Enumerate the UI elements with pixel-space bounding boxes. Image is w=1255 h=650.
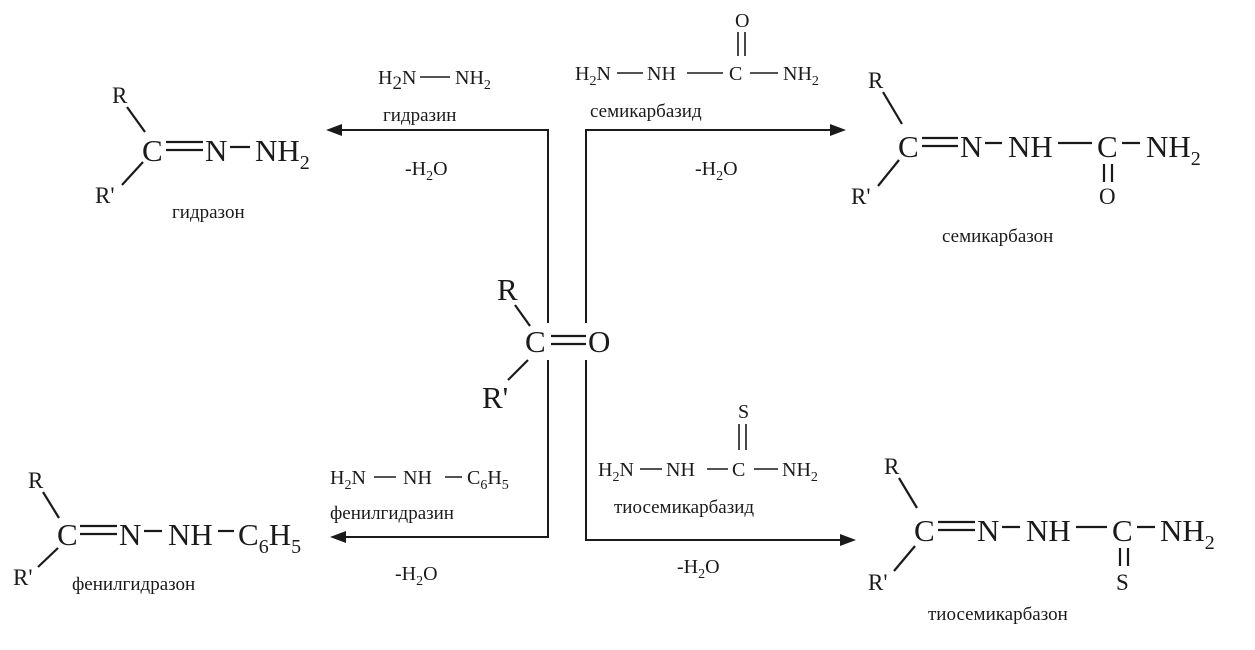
arrowhead-thiosemicarbazide [840,534,856,546]
svg-text:NH: NH [1008,129,1053,164]
semicarbazone-name: семикарбазон [942,226,1053,247]
semicarbazide-reagent: O H2N NH C NH2 семикарбазид -H2O [575,10,819,184]
phenylhydrazine-byproduct: -H2O [395,563,438,589]
svg-text:N: N [977,513,999,548]
svg-text:C: C [898,129,919,164]
hydrazine-byproduct: -H2O [405,158,448,184]
carbonyl-r-prime: R' [482,380,508,415]
svg-text:C: C [732,459,745,481]
svg-text:NH: NH [647,63,676,85]
svg-text:R: R [28,468,44,493]
svg-text:NH2: NH2 [783,63,819,89]
thiosemicarbazide-reagent-name: тиосемикарбазид [614,497,754,518]
svg-text:NH2: NH2 [1160,513,1215,554]
thiosemicarbazone-product: R R' C N NH C NH2 S тиосемикарбазон [868,454,1215,625]
svg-text:NH: NH [666,459,695,481]
svg-text:R': R' [95,183,115,208]
arrow-semicarbazide [585,129,830,323]
reaction-arrows [326,124,856,546]
hydrazone-name: гидразон [172,202,245,223]
svg-text:N: N [119,517,141,552]
svg-text:C: C [57,517,78,552]
arrowhead-hydrazine [326,124,342,136]
bond-c-r [514,304,531,327]
svg-text:NH2: NH2 [1146,129,1201,170]
svg-text:S: S [1116,570,1129,595]
svg-text:H2N: H2N [598,459,634,485]
svg-text:N: N [205,133,227,168]
hydrazine-reagent: H2N NH2 гидразин -H2O [378,67,491,184]
thiosemicarbazide-reagent: S H2N NH C NH2 тиосемикарбазид -H2O [598,401,818,582]
carbonyl-r: R [497,272,518,307]
arrow-phenylhydrazine [345,360,549,538]
svg-text:C: C [142,133,163,168]
svg-text:C6H5: C6H5 [467,467,509,493]
svg-text:NH: NH [403,467,432,489]
hydrazone-product: R R' C N NH2 гидразон [95,83,310,223]
svg-text:R: R [868,68,884,93]
svg-text:C: C [914,513,935,548]
arrow-hydrazine [340,129,549,323]
semicarbazone-product: R R' C N NH C NH2 O семикарбазон [851,68,1201,247]
svg-text:C6H5: C6H5 [238,517,301,558]
svg-text:H2N: H2N [378,67,416,94]
arrowhead-phenylhydrazine [330,531,346,543]
svg-text:C: C [729,63,742,85]
svg-text:NH2: NH2 [782,459,818,485]
svg-text:NH2: NH2 [455,67,491,93]
carbonyl-compound: R R' C O [482,272,610,415]
svg-text:S: S [738,401,749,423]
svg-text:R': R' [851,184,871,209]
svg-text:NH2: NH2 [255,133,310,174]
svg-text:C: C [1112,513,1133,548]
svg-text:H2N: H2N [575,63,611,89]
svg-text:R': R' [13,565,33,590]
svg-text:O: O [735,10,749,32]
carbonyl-oxygen: O [588,324,610,359]
phenylhydrazine-reagent-name: фенилгидразин [330,503,454,524]
phenylhydrazine-reagent: H2N NH C6H5 фенилгидразин -H2O [330,467,509,589]
svg-text:N: N [960,129,982,164]
phenylhydrazone-name: фенилгидразон [72,574,195,595]
hydrazine-reagent-name: гидразин [383,105,456,126]
semicarbazide-byproduct: -H2O [695,158,738,184]
svg-text:H2N: H2N [330,467,366,493]
svg-text:R: R [112,83,128,108]
thiosemicarbazone-name: тиосемикарбазон [928,604,1068,625]
arrowhead-semicarbazide [830,124,846,136]
svg-text:C: C [1097,129,1118,164]
svg-text:O: O [1099,184,1116,209]
carbonyl-carbon: C [525,324,546,359]
semicarbazide-reagent-name: семикарбазид [590,101,702,122]
arrow-thiosemicarbazide [585,360,840,541]
phenylhydrazone-product: R R' C N NH C6H5 фенилгидразон [13,468,301,595]
svg-text:R: R [884,454,900,479]
svg-text:NH: NH [168,517,213,552]
thiosemicarbazide-byproduct: -H2O [677,556,720,582]
bond-c-r-prime [507,359,529,381]
svg-text:R': R' [868,570,888,595]
svg-text:NH: NH [1026,513,1071,548]
